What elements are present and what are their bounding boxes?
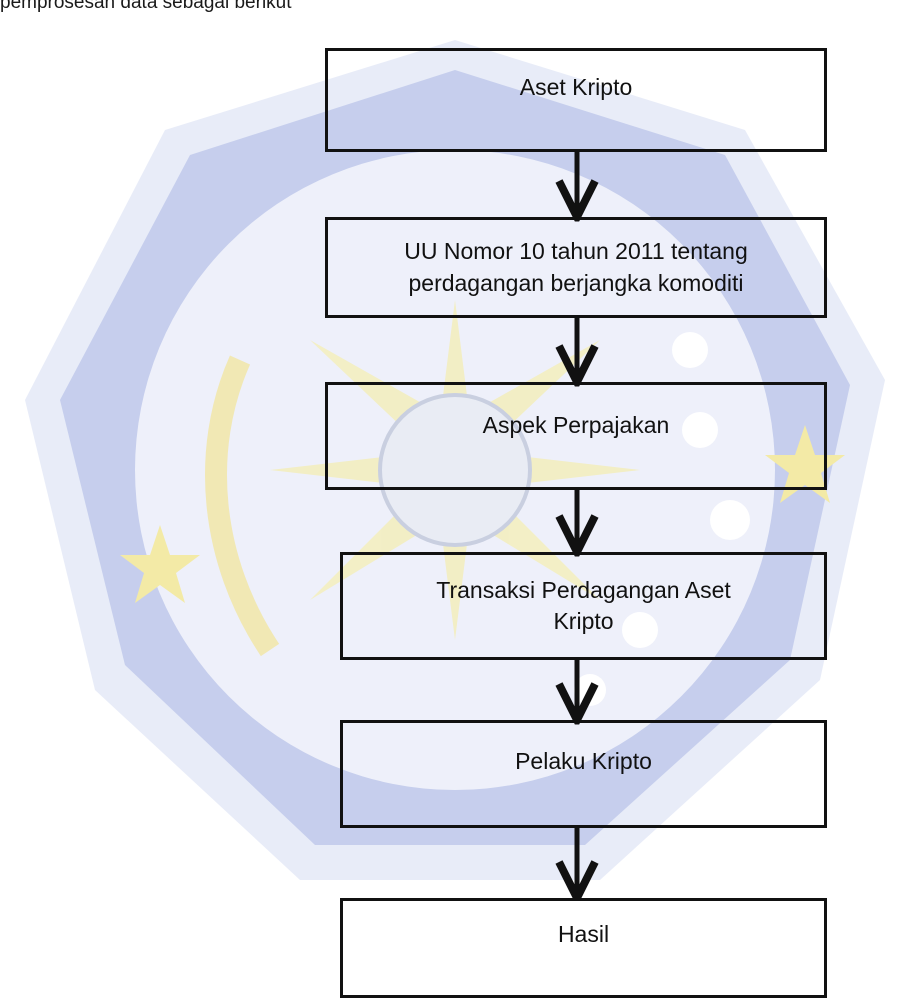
- step-label-line-2: Kripto: [553, 608, 614, 634]
- step-label: Pelaku Kripto: [515, 748, 652, 775]
- left-star-icon: [120, 525, 200, 603]
- right-star-icon: [765, 425, 845, 503]
- intro-text: pemprosesan data sebagai berikut: [0, 0, 292, 13]
- laurel-branch: [205, 355, 280, 657]
- step-label: Hasil: [557, 921, 610, 947]
- step-label-line-1: UU Nomor 10 tahun 2011 tentang: [404, 238, 748, 265]
- step-label-line-2: perdagangan berjangka komoditi: [408, 269, 744, 296]
- step-transaksi-perdagangan: Transaksi Perdagangan Aset Kripto: [340, 552, 827, 660]
- step-aspek-perpajakan: Aspek Perpajakan: [325, 382, 827, 490]
- step-label-line-1: Transaksi Perdagangan Aset: [436, 576, 731, 603]
- step-aset-kripto: Aset Kripto: [325, 48, 827, 152]
- step-uu-nomor-10: UU Nomor 10 tahun 2011 tentang perdagang…: [325, 217, 827, 318]
- step-label: Aset Kripto: [519, 74, 633, 101]
- step-pelaku-kripto: Pelaku Kripto: [340, 720, 827, 828]
- step-hasil: Hasil: [340, 898, 827, 998]
- sun-center: [378, 393, 532, 547]
- step-label: Aspek Perpajakan: [482, 412, 670, 439]
